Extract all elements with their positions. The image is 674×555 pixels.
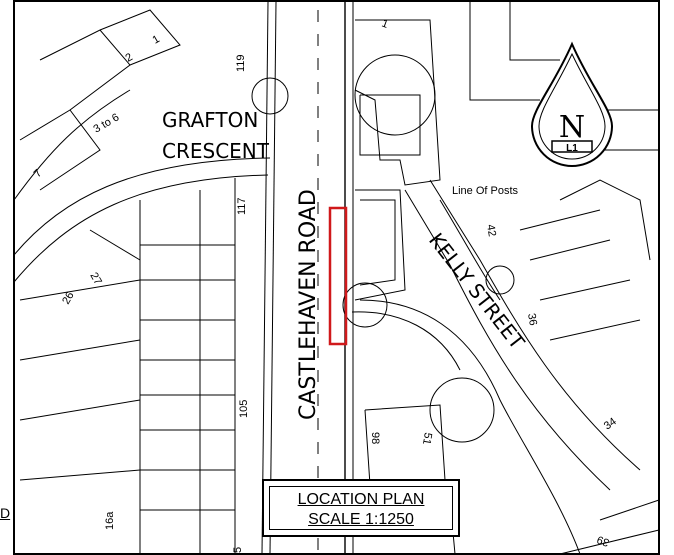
street-grafton-1: GRAFTON bbox=[162, 108, 258, 132]
house-number-16a: 16a bbox=[104, 511, 116, 530]
house-number-1: 1 bbox=[151, 33, 162, 46]
house-number-98: 98 bbox=[369, 432, 381, 444]
line-of-posts-label: Line Of Posts bbox=[452, 185, 519, 197]
title-block: LOCATION PLAN SCALE 1:1250 bbox=[262, 479, 460, 537]
title-block-inner: LOCATION PLAN SCALE 1:1250 bbox=[269, 486, 453, 530]
title-location-plan: LOCATION PLAN bbox=[297, 491, 425, 508]
tree-circles bbox=[251, 54, 515, 443]
street-grafton-2: CRESCENT bbox=[162, 139, 270, 163]
house-number-51: 51 bbox=[420, 431, 434, 445]
north-arrow: N L1 bbox=[530, 41, 614, 167]
site-boundary bbox=[328, 206, 348, 346]
house-number-105: 105 bbox=[238, 400, 250, 418]
house-number-119: 119 bbox=[235, 54, 247, 72]
north-arrow-letter: N bbox=[559, 110, 585, 145]
house-number-1-top: 1 bbox=[380, 18, 390, 31]
house-number-5: 5 bbox=[232, 547, 244, 553]
house-number-27: 27 bbox=[87, 271, 104, 288]
house-number-39: 39 bbox=[595, 533, 611, 548]
house-number-42: 42 bbox=[484, 223, 498, 237]
edge-label: D bbox=[0, 505, 11, 521]
title-scale: SCALE 1:1250 bbox=[308, 511, 414, 528]
road-lines bbox=[13, 1, 660, 555]
house-number-3to6: 3 to 6 bbox=[92, 111, 122, 135]
house-number-36: 36 bbox=[525, 312, 539, 326]
street-kelly-street: KELLY STREET bbox=[424, 228, 530, 354]
street-castlehaven-road: CASTLEHAVEN ROAD bbox=[296, 189, 321, 420]
house-number-26: 26 bbox=[60, 290, 77, 307]
north-arrow-box-label: L1 bbox=[566, 143, 578, 154]
house-number-34: 34 bbox=[602, 416, 619, 433]
house-number-117: 117 bbox=[236, 197, 248, 215]
map-frame bbox=[13, 0, 660, 555]
house-number-2: 2 bbox=[124, 51, 135, 64]
